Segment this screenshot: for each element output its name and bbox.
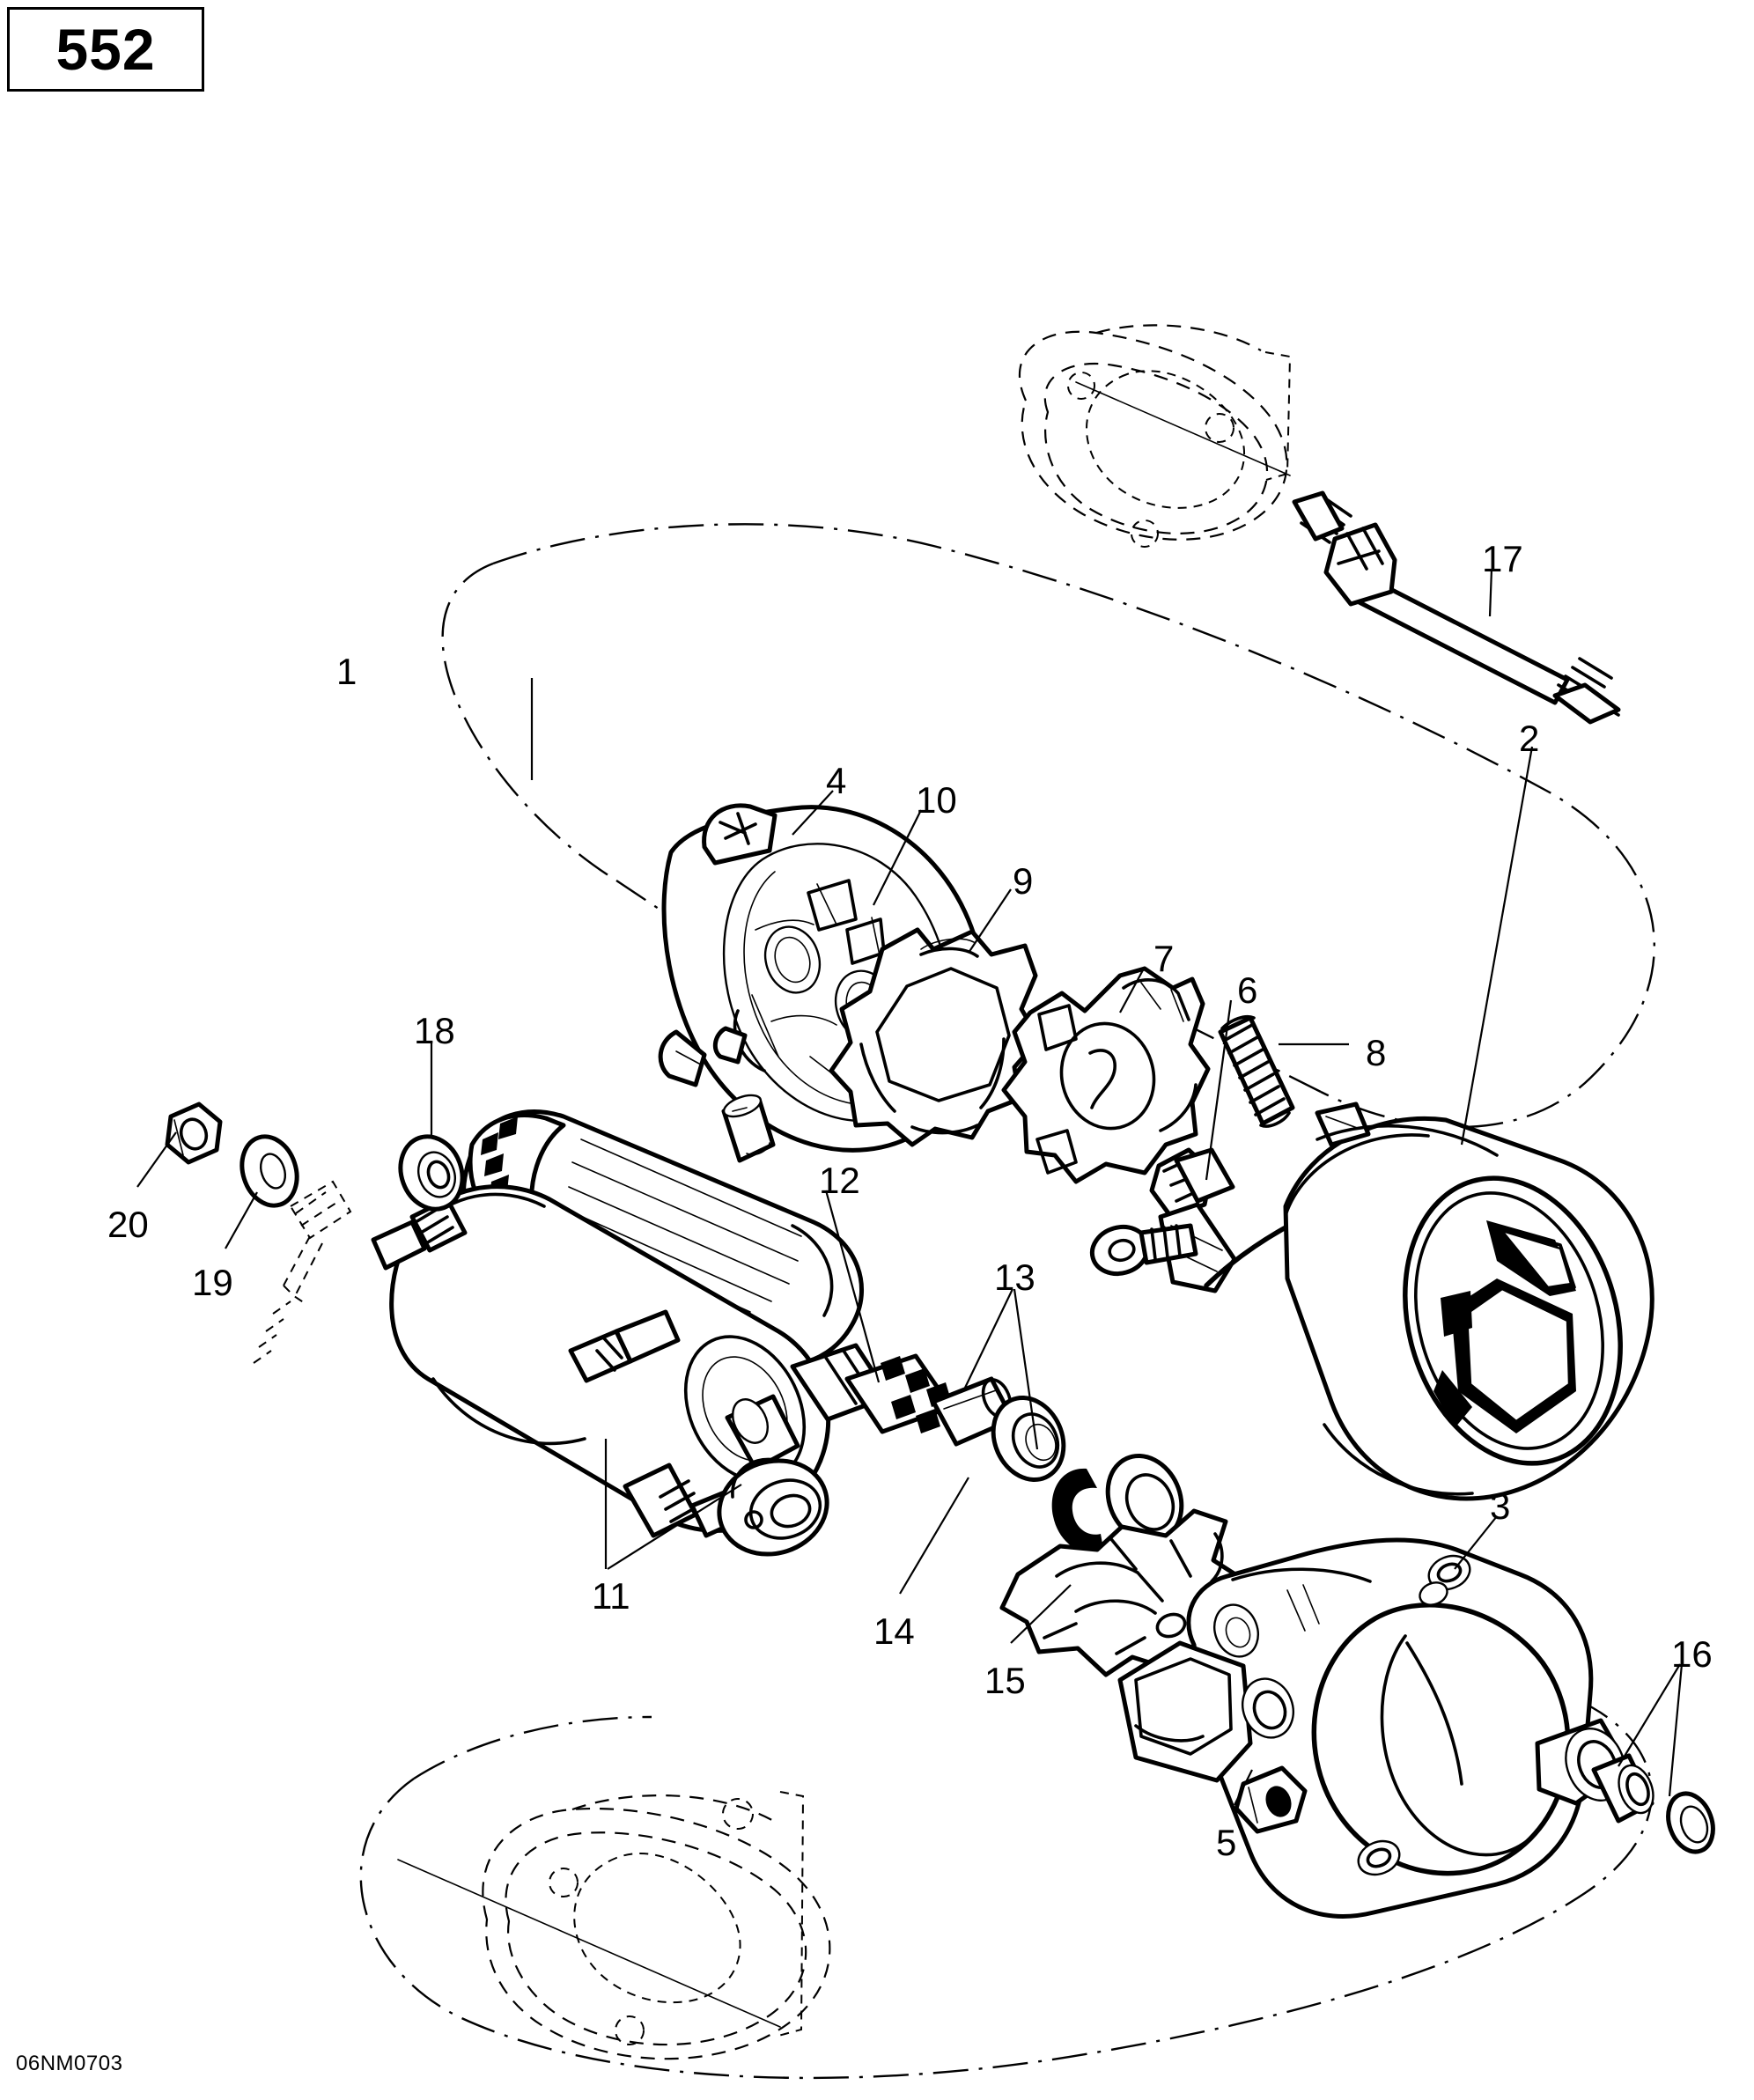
callout-5: 5 [1216,1822,1237,1863]
callout-11: 11 [592,1575,630,1617]
callout-4: 4 [826,760,847,801]
callout-10: 10 [916,779,957,821]
drawing-code: 06NM0703 [16,2052,123,2075]
callout-1: 1 [336,651,357,692]
callout-19: 19 [192,1262,233,1303]
callout-14: 14 [873,1610,915,1652]
callout-15: 15 [984,1660,1026,1701]
callout-6: 6 [1237,969,1258,1011]
callout-13: 13 [994,1256,1035,1298]
callout-12: 12 [819,1160,860,1201]
callout-20: 20 [107,1204,149,1245]
callout-8: 8 [1366,1032,1387,1073]
page-number-text: 552 [55,17,156,82]
page-number-badge: 552 [7,7,204,92]
callout-16: 16 [1671,1633,1713,1675]
callout-18: 18 [414,1010,455,1051]
callout-17: 17 [1482,538,1523,579]
callout-9: 9 [1013,860,1034,902]
callout-2: 2 [1519,718,1540,759]
callout-7: 7 [1153,938,1175,979]
callout-3: 3 [1490,1485,1511,1527]
